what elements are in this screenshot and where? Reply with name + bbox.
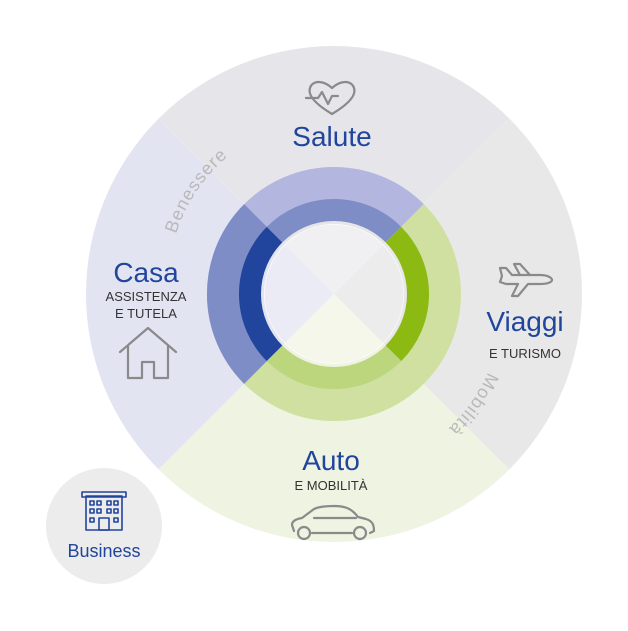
- inner-ring-green-right: [385, 226, 429, 362]
- viaggi-group[interactable]: Viaggi E TURISMO: [486, 262, 564, 361]
- viaggi-title: Viaggi: [486, 306, 563, 337]
- car-icon: [290, 504, 376, 541]
- core-quadrant-viaggi: [334, 245, 404, 343]
- core: [264, 224, 404, 364]
- core-quadrant-casa: [264, 245, 334, 343]
- casa-subtitle-line2: E TUTELA: [115, 306, 177, 321]
- business-button[interactable]: Business: [46, 468, 162, 584]
- segment-casa[interactable]: [0, 0, 334, 631]
- casa-title: Casa: [113, 257, 179, 288]
- casa-subtitle-line1: ASSISTENZA: [106, 289, 187, 304]
- business-label: Business: [67, 541, 140, 561]
- core-quadrant-salute: [285, 224, 383, 294]
- business-badge-bg: [46, 468, 162, 584]
- inner-ring-blue-left: [239, 226, 283, 362]
- auto-title: Auto: [302, 445, 360, 476]
- outer-ring-green: [244, 204, 462, 422]
- auto-group[interactable]: Auto E MOBILITÀ: [290, 445, 376, 541]
- casa-group[interactable]: Casa ASSISTENZA E TUTELA: [106, 257, 187, 380]
- core-quadrant-auto: [285, 294, 383, 364]
- inner-ring: [239, 199, 429, 389]
- viaggi-subtitle: E TURISMO: [489, 346, 561, 361]
- auto-subtitle: E MOBILITÀ: [295, 478, 368, 493]
- segment-viaggi[interactable]: [334, 0, 628, 631]
- outer-ring-blue-casa: [206, 204, 269, 384]
- house-icon: [118, 326, 178, 380]
- airplane-icon: [498, 262, 554, 298]
- inner-ring-green-bottom: [266, 345, 402, 389]
- office-building-icon: [81, 491, 127, 531]
- segment-auto[interactable]: [0, 294, 628, 631]
- segment-salute[interactable]: [0, 0, 628, 294]
- salute-group[interactable]: Salute: [292, 80, 372, 152]
- heart-pulse-icon: [304, 80, 356, 116]
- salute-title: Salute: [292, 121, 371, 152]
- outer-ring: [206, 166, 462, 422]
- inner-ring-blue-top: [266, 199, 402, 243]
